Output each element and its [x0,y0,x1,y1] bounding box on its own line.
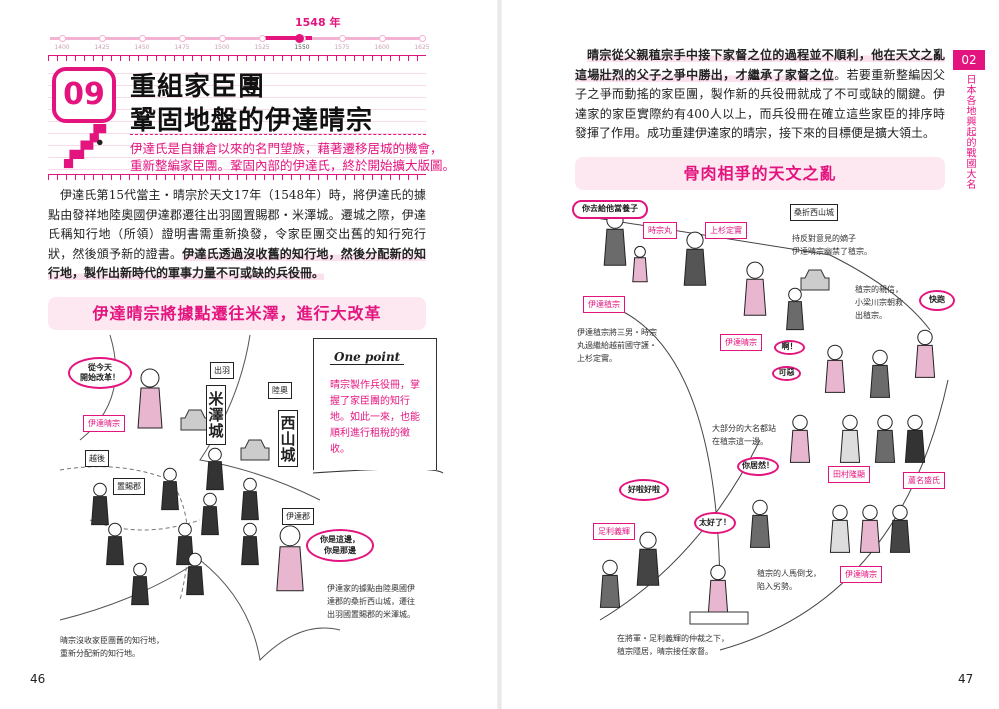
label-tokimunemaru: 時宗丸 [643,222,677,239]
label-okitama: 置賜郡 [113,478,145,495]
timeline-tick-label: 1450 [134,44,150,51]
japan-map-icon [63,124,107,169]
timeline-dot [219,35,226,42]
page-number-right: 47 [958,672,974,686]
body-paragraph-left: 伊達氏第15代當主・晴宗於天文17年（1548年）時，將伊達氏的據點由發祥地陸奧… [48,186,426,284]
chapter-tab-title: 日本各地興起的戰國大名 [964,74,975,190]
speech-bubble-damn: 可惡 [772,366,801,381]
timeline-marker [294,34,304,43]
title-divider [130,134,426,135]
label-date-tanemune: 伊達稙宗 [583,296,625,313]
section-header-right: 骨肉相爭的天文之亂 [575,157,945,190]
timeline-tick-label: 1525 [254,44,270,51]
speech-bubble-ok: 好啦好啦 [619,479,669,501]
caption-confiscate: 晴宗沒收家臣團舊的知行地， 重新分配新的知行地。 [60,636,164,658]
timeline-tick-label: 1625 [414,44,430,51]
timeline-marker-label: 1548 年 [295,16,341,29]
label-dewa: 出羽 [210,362,234,379]
banner-nishiyama-castle: 西山城 [278,410,298,467]
speech-bubble-assign: 你是這邊， 你是那邊 [306,529,374,562]
timeline-bar [50,37,422,40]
section-header-left: 伊達晴宗將據點遷往米澤，進行大改革 [48,297,426,330]
label-uesugi: 上杉定實 [705,222,747,239]
caption-adopt: 伊達稙宗將三男・時宗 丸過繼給越前國守護・ 上杉定實。 [577,328,657,363]
page-title-line1: 重組家臣團 [130,72,266,102]
timeline-dot [259,35,266,42]
caption-confine: 持反對意見的嫡子 伊達晴宗幽禁了稙宗。 [792,234,872,256]
label-date-harumune: 伊達晴宗 [83,415,125,432]
timeline-highlight [262,36,312,40]
subtitle-line1: 伊達氏是自鎌倉以來的名門望族，藉著遷移居城的機會， [130,141,443,156]
timeline-tick-label: 1500 [214,44,230,51]
page-title-line2: 鞏固地盤的伊達晴宗 [130,106,374,136]
label-kori-nishiyama-castle: 桑折西山城 [790,204,838,221]
timeline-dot [419,35,426,42]
timeline-tick-label: 1600 [374,44,390,51]
timeline-dot [379,35,386,42]
one-point-note [313,338,437,470]
body-text: 伊達氏第15代當主・晴宗於天文17年（1548年）時，將伊達氏的據點由發祥地陸奧… [48,188,426,261]
subtitle-line2: 重新整編家臣團。鞏固內部的伊達氏，終於開始擴大版圖。 [130,158,456,173]
banner-yonezawa-castle: 米澤城 [206,385,226,445]
label-ashina: 蘆名盛氏 [903,472,945,489]
caption-move-base: 伊達家的據點由陸奧國伊 達郡的桑折西山城，遷往 出羽國置賜郡的米澤城。 [327,584,415,619]
timeline-dot [99,35,106,42]
timeline-tick-label: 1400 [54,44,70,51]
label-date-harumune-1: 伊達晴宗 [720,334,762,351]
label-mutsu: 陸奧 [268,382,292,399]
caption-defect: 稙宗的人馬倒戈， 陷入劣勢。 [757,569,821,591]
label-date-district: 伊達郡 [282,508,314,525]
page-number-left: 46 [30,672,46,686]
body-text: 。若要重新整編因父子之爭而動搖的家臣團，製作新的兵役冊就成了不可或缺的關鍵。伊達… [575,67,945,141]
timeline-dot [339,35,346,42]
body-paragraph-right: 晴宗從父親稙宗手中接下家督之位的過程並不順利，他在天文之亂這場壯烈的父子之爭中勝… [575,46,945,144]
timeline-dot [59,35,66,42]
ruler-top [48,55,426,61]
timeline-tick-label: 1475 [174,44,190,51]
book-gutter [497,0,502,709]
one-point-heading: One point [330,350,405,365]
caption-majority: 大部分的大名都站 在稙宗這一邊。 [712,424,776,446]
speech-bubble-how-dare: 你居然！ [737,457,779,476]
chapter-tab: 02 [953,50,985,70]
timeline-tick-label: 1575 [334,44,350,51]
caption-mediation: 在將軍・足利義輝的仲裁之下， 稙宗隱居，晴宗接任家督。 [617,634,729,656]
label-tamura: 田村隆顯 [828,466,870,483]
chapter-number: 09 [52,67,116,123]
timeline-tick-label: 1550 [294,44,310,51]
label-echigo: 越後 [85,450,109,467]
timeline-dot [179,35,186,42]
speech-bubble-adopt: 你去給他當養子 [572,200,648,219]
timeline-dot [139,35,146,42]
caption-rescue: 稙宗的親信， 小梁川宗朝救 出稙宗。 [855,285,903,320]
speech-bubble-ah: 啊！ [774,340,805,355]
one-point-text: 晴宗製作兵役冊，掌握了家臣團的知行地。如此一來，也能順利進行租稅的徵收。 [330,380,420,455]
speech-bubble-great: 太好了！ [694,512,736,534]
label-ashikaga: 足利義輝 [593,523,635,540]
speech-bubble-start-reform: 從今天 開始改革！ [68,357,132,389]
label-date-harumune-2: 伊達晴宗 [840,566,882,583]
timeline-tick-label: 1425 [94,44,110,51]
speech-bubble-run: 快跑 [919,290,955,311]
ruler-bottom [48,174,426,180]
